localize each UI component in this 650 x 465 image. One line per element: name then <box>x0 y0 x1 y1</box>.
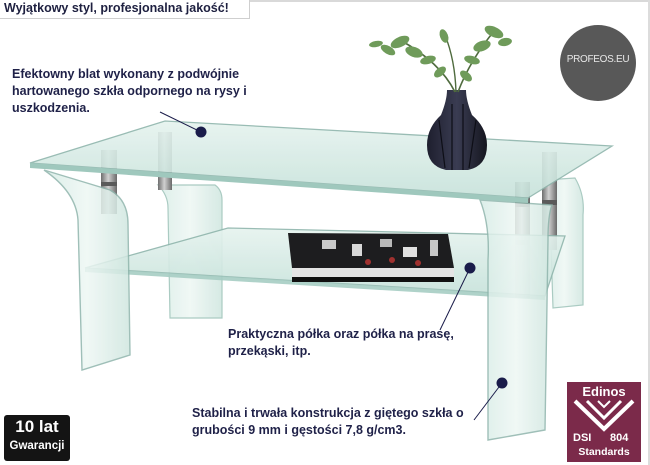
warranty-badge: 10 lat Gwarancji <box>4 415 70 461</box>
certificate-left-code: DSI <box>573 432 592 444</box>
marker-dot-1 <box>195 126 207 138</box>
brand-logo: PROFEOS.EU <box>560 25 636 101</box>
callout-construction: Stabilna i trwała konstrukcja z giętego … <box>192 406 464 437</box>
warranty-label: Gwarancji <box>9 440 65 452</box>
connector-line-1 <box>159 111 202 133</box>
connector-line-2 <box>439 267 471 331</box>
certificate-badge: Edinos DSI 804 Standards <box>567 382 641 462</box>
edinos-mark-icon <box>573 399 635 432</box>
front-left-leg <box>43 169 131 371</box>
certificate-label: Standards <box>578 446 630 458</box>
marker-dot-2 <box>464 262 476 274</box>
certificate-name: Edinos <box>582 384 626 399</box>
book-icon <box>288 233 454 282</box>
callout-shelf: Praktyczna półka oraz półka na prasę, pr… <box>228 327 454 358</box>
headline-text: Wyjątkowy styl, profesjonalna jakość! <box>4 1 229 15</box>
callout-tabletop: Efektowny blat wykonany z podwójnie hart… <box>12 67 247 115</box>
vase-plant-icon <box>369 25 512 170</box>
frame-right-border <box>648 0 650 465</box>
frame-top-border <box>250 0 650 2</box>
front-right-leg <box>478 199 554 441</box>
connector-line-3 <box>473 382 503 421</box>
certificate-right-code: 804 <box>610 432 629 444</box>
headline-banner: Wyjątkowy styl, profesjonalna jakość! <box>0 0 250 19</box>
brand-logo-text: PROFEOS.EU <box>566 54 630 65</box>
warranty-years: 10 lat <box>15 417 59 436</box>
marker-dot-3 <box>496 377 508 389</box>
